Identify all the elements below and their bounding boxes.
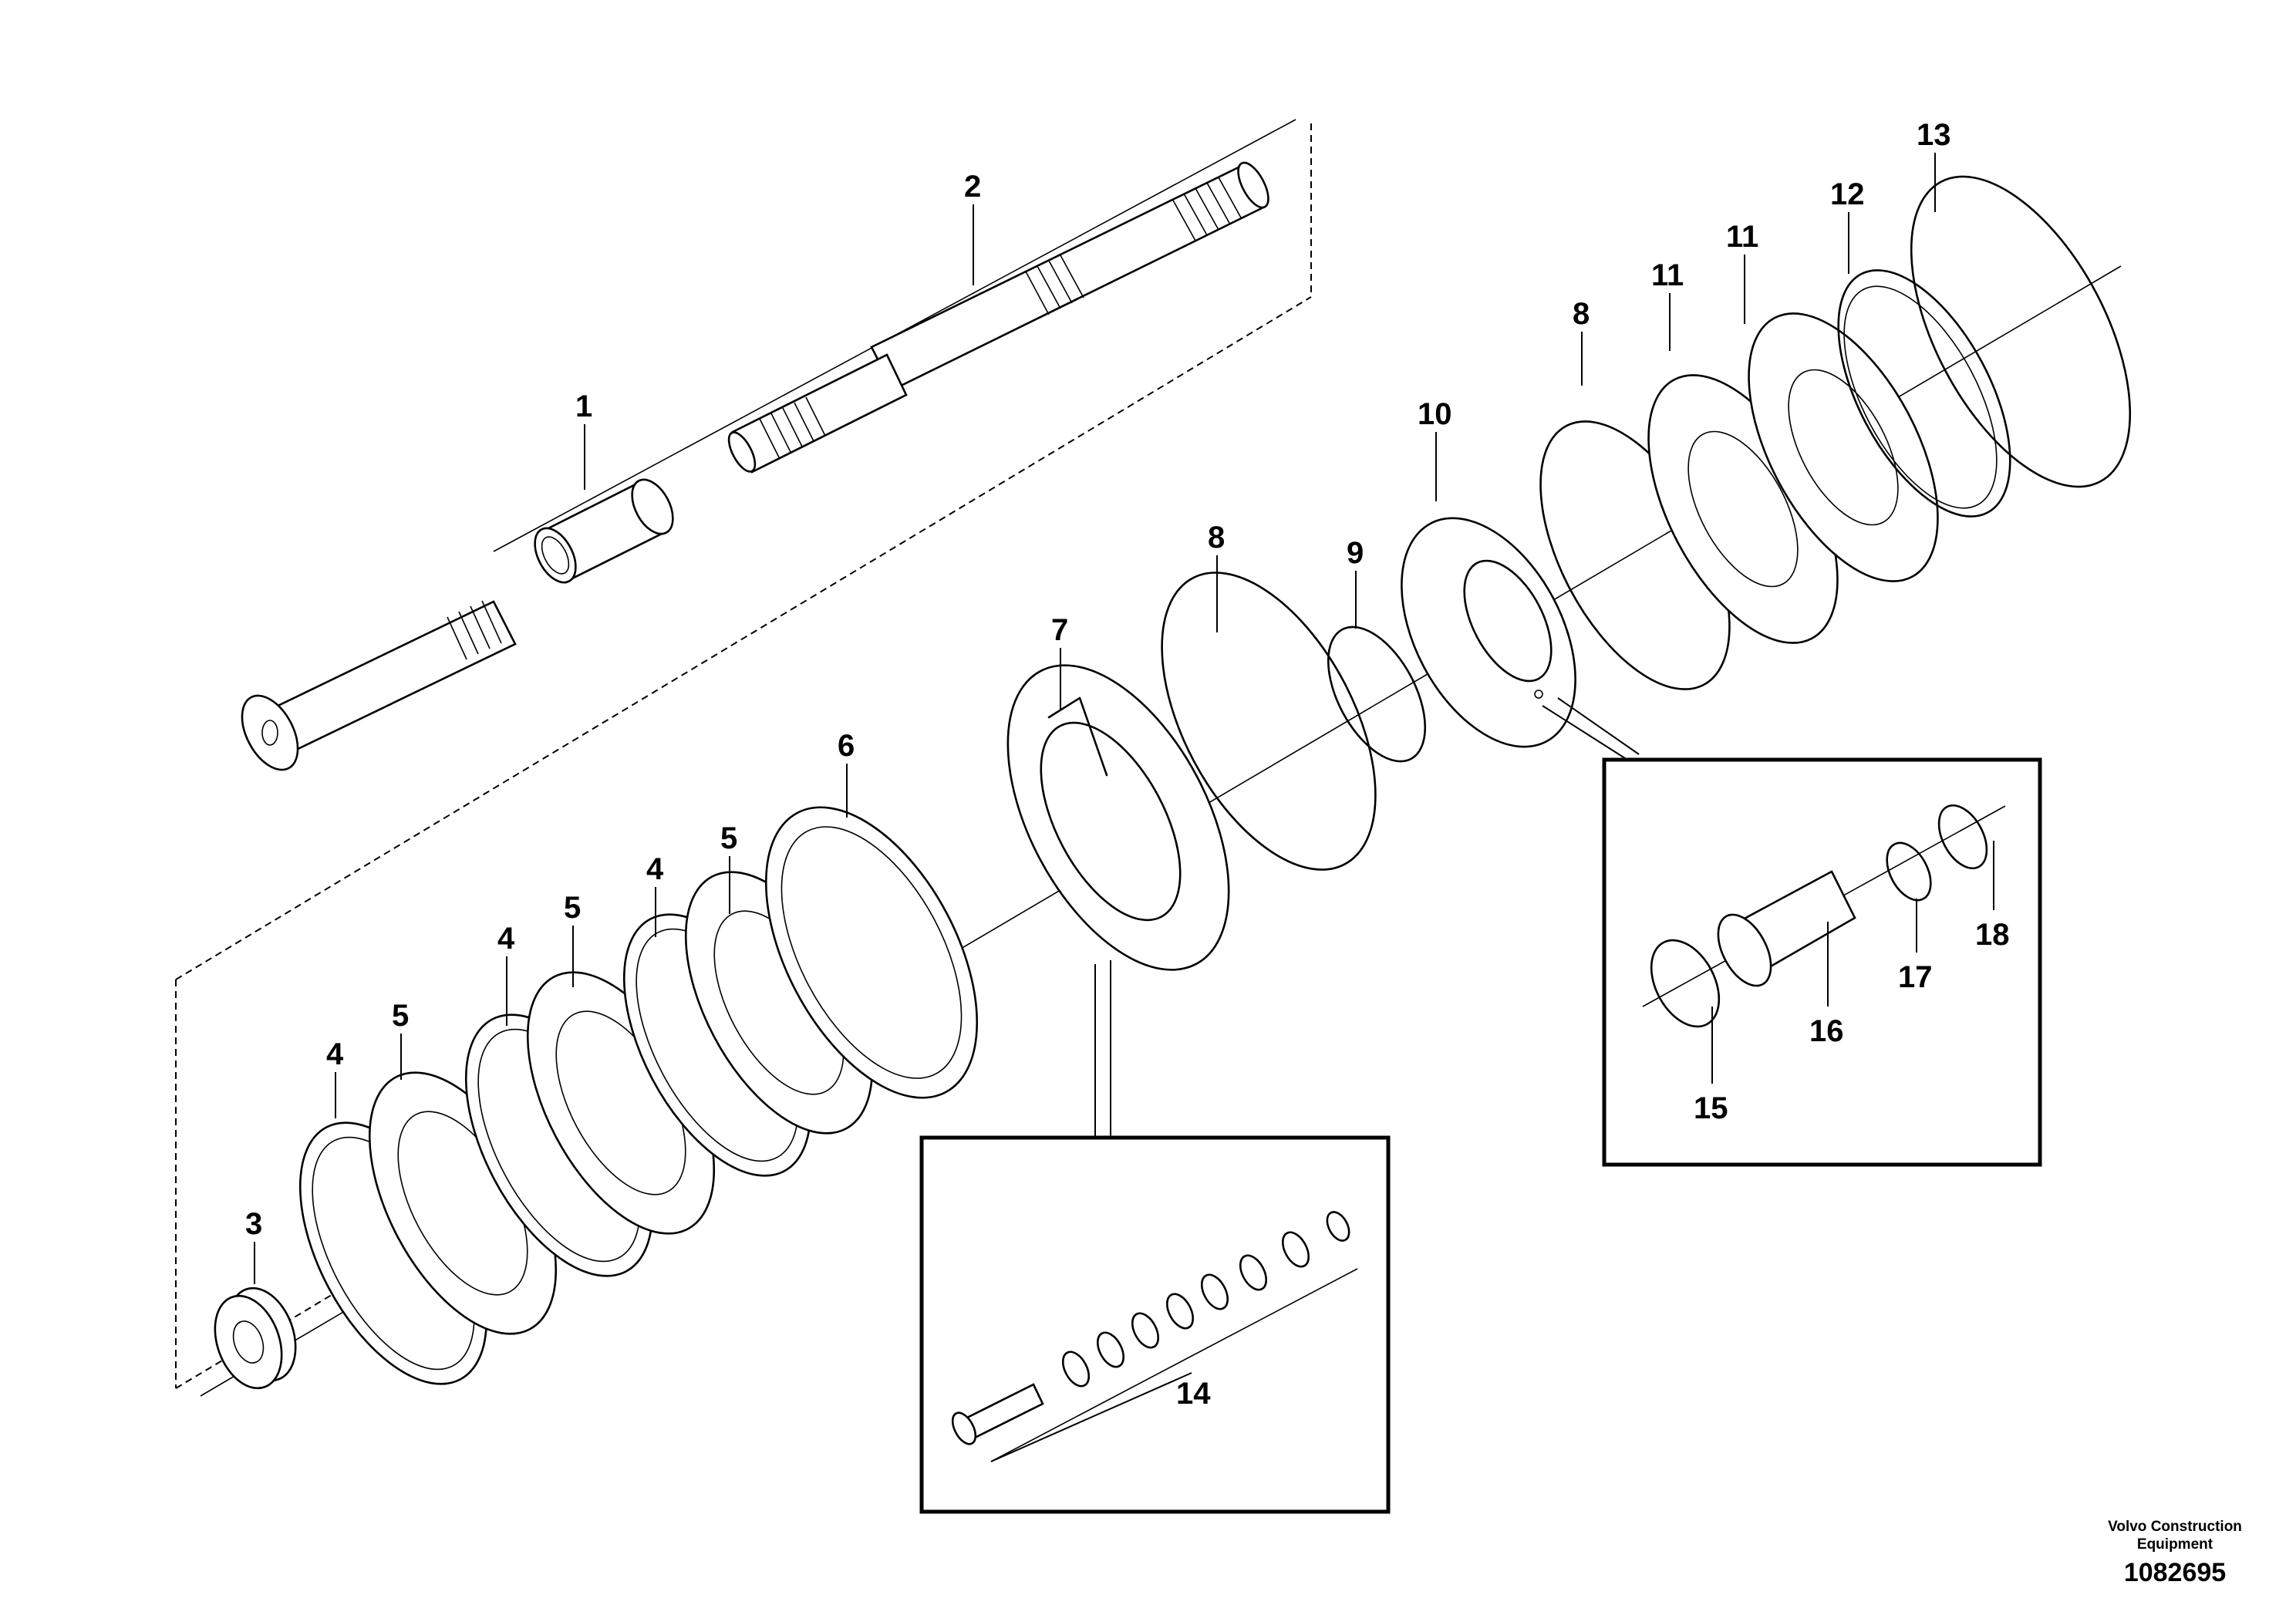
detail-box-valve — [1542, 697, 2042, 1167]
callout-5b: 5 — [564, 891, 581, 925]
part-retainer — [1837, 269, 2011, 518]
callout-labels: 1 2 3 4 5 4 5 4 5 6 7 8 9 10 8 11 11 12 … — [245, 118, 2010, 1411]
callout-13: 13 — [1917, 118, 1951, 152]
callout-11b: 11 — [1726, 220, 1758, 254]
part-spring-washers — [1647, 312, 1939, 644]
callout-5c: 5 — [720, 821, 737, 855]
callout-5a: 5 — [392, 999, 409, 1033]
document-number: 1082695 — [2124, 1558, 2226, 1587]
callout-4b: 4 — [497, 922, 515, 956]
callout-4a: 4 — [326, 1037, 344, 1071]
callout-9: 9 — [1347, 536, 1364, 570]
part-oring-small — [1327, 626, 1427, 763]
part-cover-plate — [1401, 517, 1576, 748]
callout-4c: 4 — [646, 852, 664, 886]
callout-7: 7 — [1051, 613, 1068, 647]
callout-15: 15 — [1694, 1091, 1728, 1125]
detail-box-bolt-kit — [919, 960, 1391, 1514]
part-gear — [214, 1286, 297, 1390]
brand-line-2: Equipment — [2137, 1536, 2213, 1553]
callout-12: 12 — [1830, 177, 1865, 211]
callout-3: 3 — [245, 1207, 262, 1241]
callout-leaders — [254, 153, 1994, 1462]
callout-6: 6 — [838, 729, 855, 763]
clutch-disc-stack — [298, 806, 979, 1385]
callout-16: 16 — [1809, 1014, 1844, 1048]
part-oring-large — [1161, 572, 1377, 871]
callout-1: 1 — [575, 389, 592, 423]
callout-8b: 8 — [1573, 297, 1590, 331]
callout-11a: 11 — [1651, 258, 1684, 292]
callout-17: 17 — [1898, 960, 1933, 994]
callout-14: 14 — [1176, 1377, 1211, 1411]
callout-10: 10 — [1418, 397, 1452, 431]
callout-8a: 8 — [1208, 521, 1225, 555]
callout-2: 2 — [964, 170, 981, 204]
callout-18: 18 — [1975, 918, 2010, 952]
part-piston-housing — [1006, 664, 1230, 971]
brand-line-1: Volvo Construction — [2108, 1519, 2242, 1535]
part-snap-ring — [1910, 175, 2132, 488]
part-shaft — [727, 161, 1269, 474]
part-sleeve — [534, 478, 674, 584]
brand-block: Volvo Construction Equipment 1082695 — [2108, 1519, 2242, 1587]
part-pinion-shaft — [241, 600, 517, 771]
